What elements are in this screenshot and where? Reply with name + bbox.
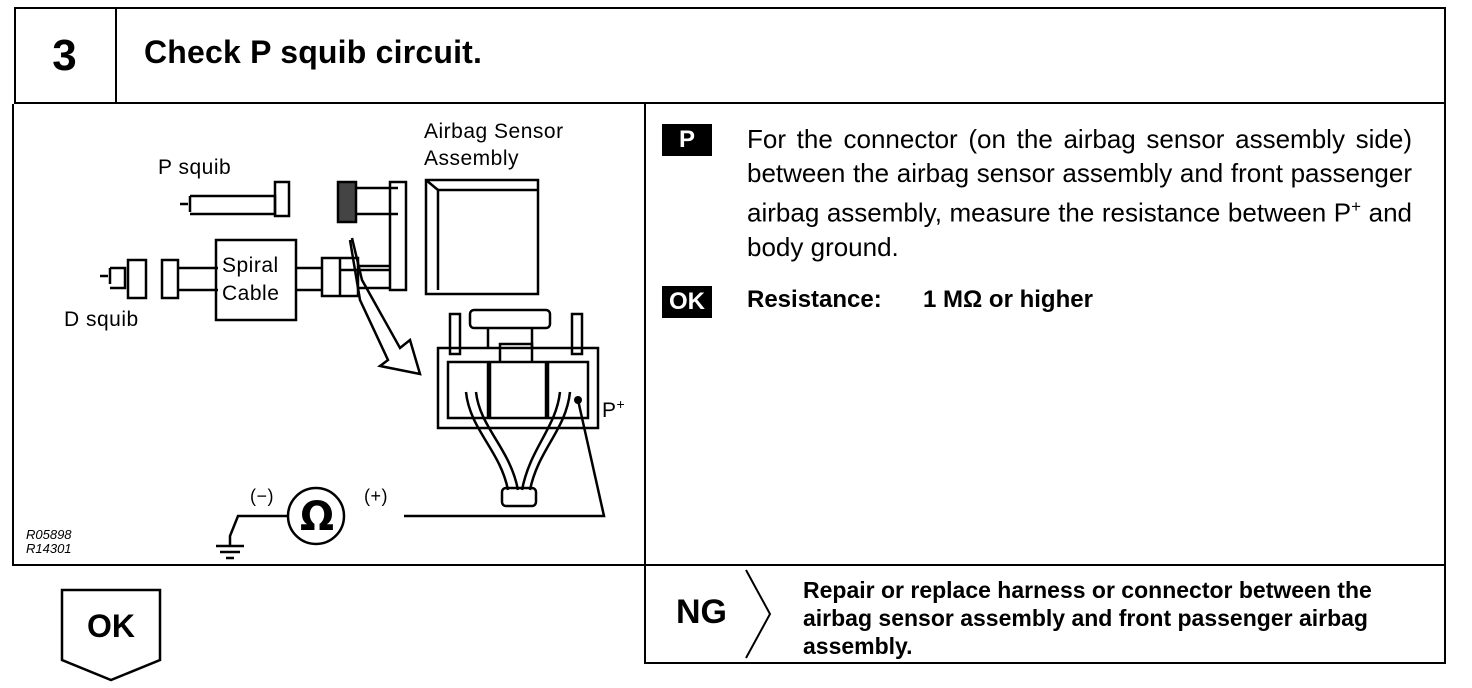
ok-result-label: OK (87, 608, 135, 644)
label-d-squib: D squib (64, 308, 139, 331)
panel-divider (644, 564, 1446, 566)
ng-result-box (644, 564, 1446, 664)
ng-chevron-icon (745, 569, 772, 659)
resistance-value: 1 MΩ or higher (923, 286, 1093, 313)
label-plus: (+) (364, 486, 388, 506)
label-p-squib: P squib (158, 156, 232, 179)
step-title: Check P squib circuit. (144, 34, 483, 70)
probe-lead-negative (228, 514, 288, 546)
airbag-sensor-box (424, 178, 540, 296)
d-squib-plug (126, 258, 148, 300)
step-header (14, 7, 1446, 104)
instruction-text: For the connector (on the airbag sensor … (747, 124, 1412, 262)
hatched-connector (336, 180, 358, 224)
step-divider (115, 7, 117, 104)
d-squib-cable (100, 266, 127, 290)
p-squib-plug (273, 180, 291, 218)
spiral-cable-box (214, 238, 298, 322)
ok-arrow-icon (60, 588, 162, 682)
label-spiral: Spiral (222, 254, 279, 277)
detail-arrow (348, 237, 422, 376)
ohm-symbol: Ω (300, 494, 335, 540)
p-squib-cable (180, 194, 277, 216)
label-p-plus: P+ (602, 396, 626, 422)
p-tag: P (662, 124, 712, 156)
ok-tag: OK (662, 286, 712, 318)
label-cable: Cable (222, 282, 280, 305)
reference-code-2: R14301 (26, 541, 72, 556)
sensor-bracket (388, 180, 408, 292)
ng-action-text: Repair or replace harness or connector b… (803, 577, 1372, 659)
reference-code-1: R05898 (26, 527, 72, 542)
ground-symbol (216, 544, 244, 560)
label-airbag-sensor-1: Airbag Sensor (424, 120, 564, 143)
connector-detail (436, 346, 600, 430)
probe-lead-positive (404, 399, 606, 518)
label-airbag-sensor-2: Assembly (424, 147, 520, 170)
step-number: 3 (52, 30, 77, 80)
instruction-panel (644, 104, 1446, 566)
label-minus: (−) (250, 486, 274, 506)
ng-label: NG (676, 593, 727, 631)
figure-panel (12, 104, 646, 566)
resistance-label: Resistance: (747, 286, 882, 313)
